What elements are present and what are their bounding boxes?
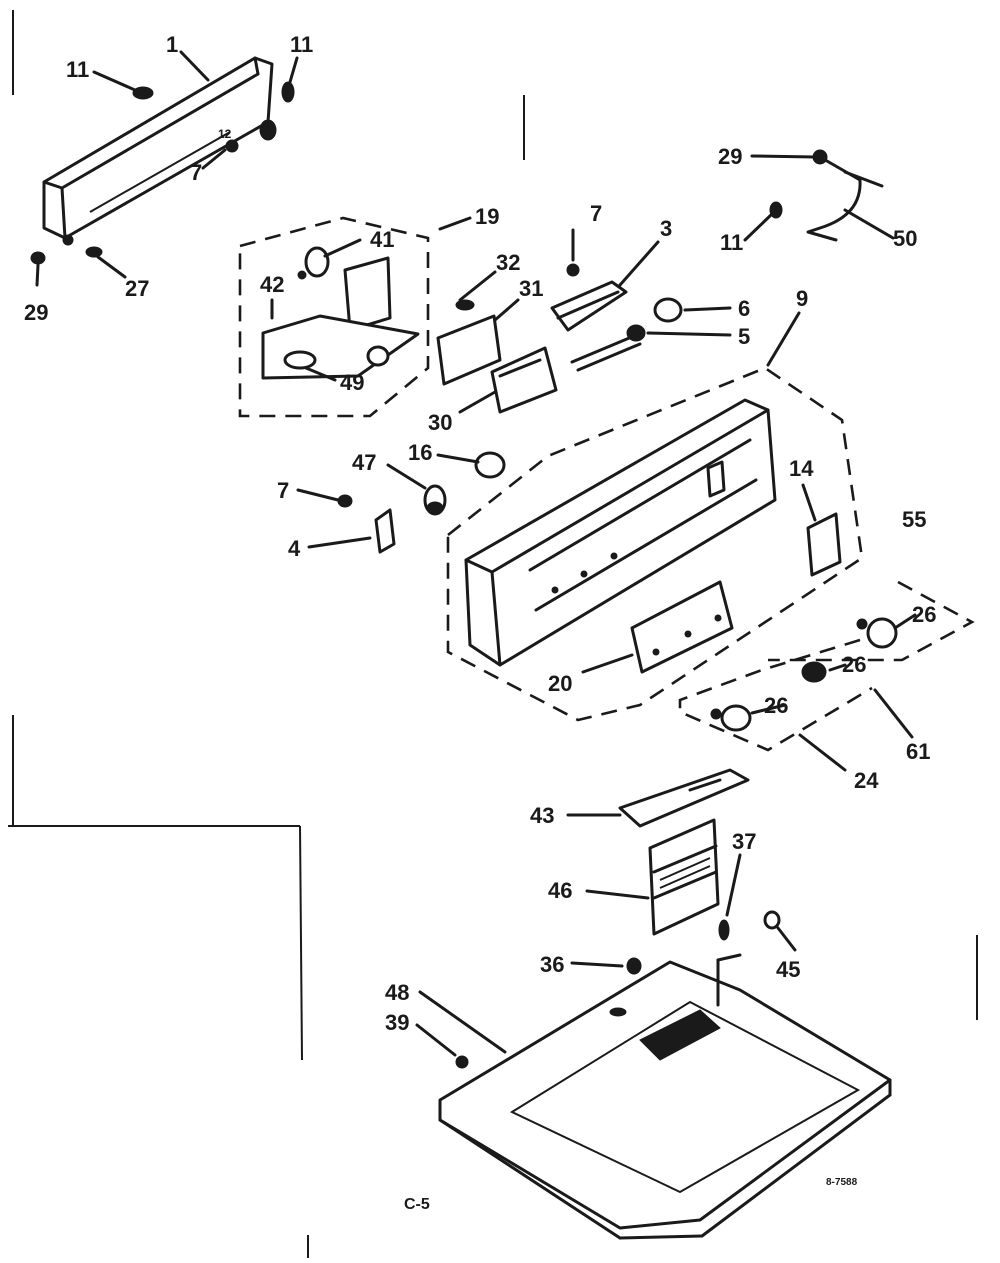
callout-42: 42 — [260, 272, 284, 297]
callout-39: 39 — [385, 1010, 409, 1035]
callout-7: 7 — [277, 478, 289, 503]
knob-parts — [374, 451, 506, 554]
callout-45: 45 — [776, 957, 800, 982]
wire-part-50 — [806, 155, 884, 242]
switch-plates — [436, 299, 558, 414]
lint-handle-part-43 — [618, 768, 750, 828]
callout-4: 4 — [288, 536, 301, 561]
callout-26: 26 — [764, 693, 788, 718]
callout-61: 61 — [906, 739, 930, 764]
callout-47: 47 — [352, 450, 376, 475]
callout-3: 3 — [660, 216, 672, 241]
callout-labels: 1 11 11 12 7 27 29 19 41 42 49 32 31 30 … — [24, 32, 936, 1035]
callout-36: 36 — [540, 952, 564, 977]
callout-32: 32 — [496, 250, 520, 275]
callout-55: 55 — [902, 507, 926, 532]
callout-11: 11 — [720, 230, 743, 255]
callout-30: 30 — [428, 410, 452, 435]
callout-19: 19 — [475, 204, 499, 229]
latch-parts — [550, 280, 683, 372]
callout-26: 26 — [912, 602, 936, 627]
lint-screen-part-46 — [648, 818, 720, 936]
callout-6: 6 — [738, 296, 750, 321]
switch-assembly-box-19 — [238, 216, 430, 418]
callout-14: 14 — [789, 456, 814, 481]
callout-12: 12 — [218, 127, 232, 141]
callout-31: 31 — [519, 276, 543, 301]
trim-bar-part-1 — [42, 56, 277, 246]
callout-24: 24 — [854, 768, 879, 793]
callout-43: 43 — [530, 803, 554, 828]
callout-29: 29 — [24, 300, 48, 325]
callout-11: 11 — [66, 57, 89, 82]
callout-48: 48 — [385, 980, 409, 1005]
callout-41: 41 — [370, 227, 394, 252]
callout-37: 37 — [732, 829, 756, 854]
callout-27: 27 — [125, 276, 149, 301]
control-panel-part-9 — [446, 366, 864, 722]
callout-7: 7 — [190, 160, 202, 185]
callout-29: 29 — [718, 144, 742, 169]
callout-9: 9 — [796, 286, 808, 311]
dryer-top-part-48 — [438, 953, 892, 1240]
callout-46: 46 — [548, 878, 572, 903]
callout-11: 11 — [290, 32, 313, 57]
callout-5: 5 — [738, 324, 750, 349]
callout-26: 26 — [842, 652, 866, 677]
knob-group-box — [678, 580, 975, 752]
callout-49: 49 — [340, 370, 364, 395]
callout-50: 50 — [893, 226, 917, 251]
callout-1: 1 — [166, 32, 178, 57]
callout-7: 7 — [590, 201, 602, 226]
fastener-parts — [455, 910, 781, 1069]
callout-16: 16 — [408, 440, 432, 465]
drawing-number: 8-7588 — [826, 1177, 858, 1188]
leader-arrows — [35, 50, 917, 1057]
scan-border — [8, 10, 978, 1258]
callout-20: 20 — [548, 671, 572, 696]
page-code: C-5 — [404, 1196, 430, 1213]
